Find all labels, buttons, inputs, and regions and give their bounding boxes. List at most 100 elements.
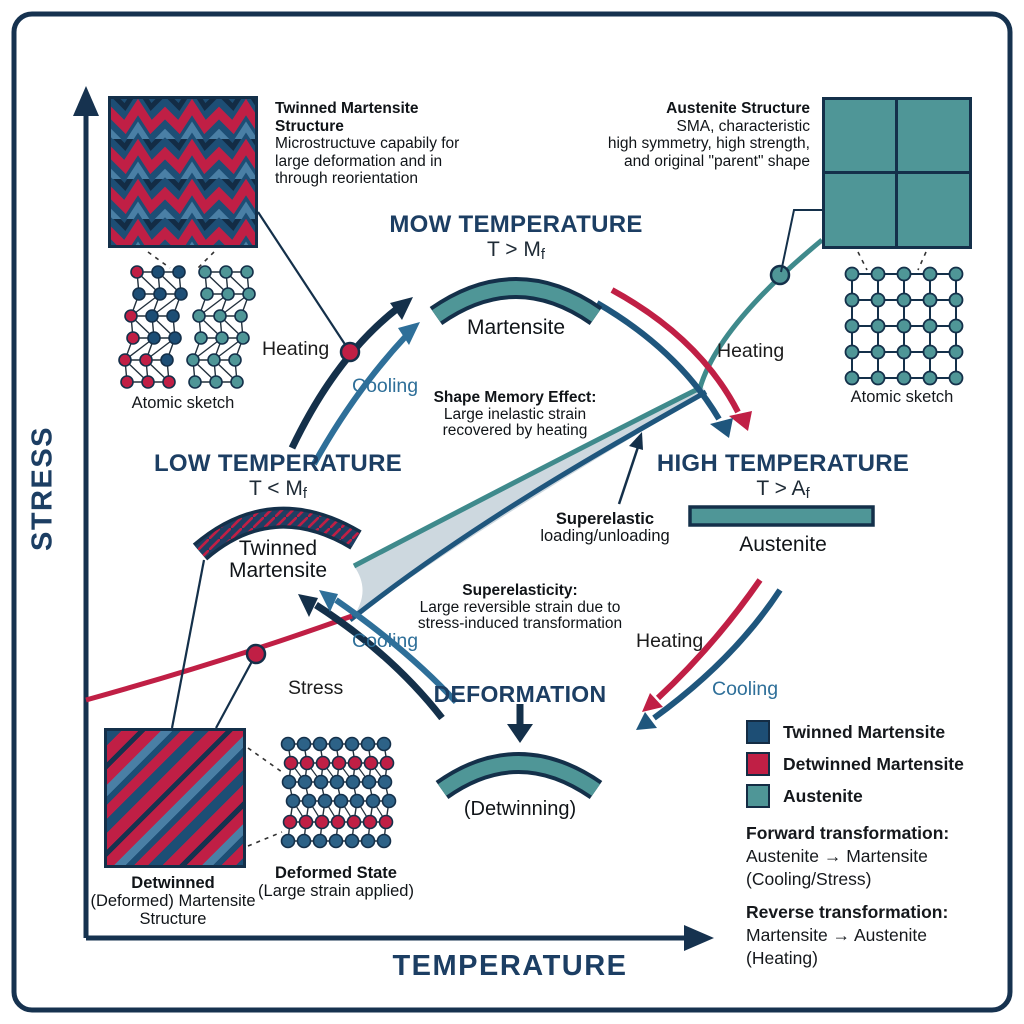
twinned-atomic-lattice [118,265,188,389]
temperature-axis [86,925,714,951]
detwinned-caption-line2: (Deformed) Martensite [90,892,256,910]
shape-memory-line2: recovered by heating [442,422,588,439]
superelasticity-line2: stress-induced transformation [417,615,623,632]
temperature-axis-arrowhead [684,925,714,951]
cooling-arrow-bottom-right [636,588,783,730]
legend-item-detwinned: Detwinned Martensite [746,752,964,776]
detwinning-band [435,752,603,800]
deformed-state-caption: Deformed State (Large strain applied) [246,864,426,900]
deformed-state-line2: (Large strain applied) [258,882,414,900]
twinned-structure-line1: Microstructuve capabily for [275,135,460,152]
austenite-square-connector [780,209,824,273]
forward-transformation-note: Forward transformation: Austenite → Mart… [746,822,964,891]
reverse-transformation-line1: Martensite → Austenite [746,925,927,945]
detwinned-caption-line3: Structure [139,910,207,928]
high-temperature-title: HIGH TEMPERATURE [656,450,910,477]
forward-transformation-line1: Austenite → Martensite [746,846,928,866]
twinned-martensite-swatch [746,720,770,744]
twinned-structure-line2: large deformation and in [275,152,443,170]
superelastic-pointer-arrow [617,432,643,505]
cooling-label-top-left: Cooling [352,375,419,397]
low-condition: T < Mf [249,477,307,502]
cooling-arrow-center-navy [298,594,445,721]
deformation-title: DEFORMATION [433,681,607,707]
cooling-label-bottom-right: Cooling [712,678,779,700]
twinned-martensite-label: Twinned Martensite [228,537,328,582]
heating-arrow-bottom-right [642,578,763,712]
martensite-band-top [429,277,603,326]
heating-arrow-center-blue [595,300,733,438]
detwinned-martensite-texture [104,728,246,868]
zoom-dashed-lines [147,251,927,847]
detwinned-caption-line1: Detwinned [131,874,215,892]
diagram-border [11,11,1013,1013]
twinned-structure-annotation: Twinned Martensite Structure Microstruct… [275,100,490,188]
detwinned-texture-connector-2 [215,653,257,729]
detwinned-structure-caption: Detwinned (Deformed) Martensite Structur… [63,874,283,928]
austenite-swatch [746,784,770,808]
cooling-arrow-center-steel [319,590,459,705]
superelasticity-note: Superelasticity: Large reversible strain… [400,582,640,633]
mow-condition: T > Mf [487,238,545,263]
cooling-arrow-top-left [311,322,420,466]
austenite-atomic-grid [844,266,964,386]
legend-item-twinned: Twinned Martensite [746,720,964,744]
stress-curve [85,613,353,703]
austenite-atomic-lattice-small [186,265,256,389]
superelasticity-title: Superelasticity: [462,582,578,599]
superelasticity-line1: Large reversible strain due to [419,598,621,616]
forward-transformation-line2: (Cooling/Stress) [746,869,872,889]
heating-label-bottom-right: Heating [636,630,704,652]
superelastic-funnel [348,238,824,622]
twinned-texture-connector [257,211,351,353]
forward-transformation-title: Forward transformation: [746,823,950,843]
austenite-structure-annotation: Austenite Structure SMA, characteristic … [595,100,810,170]
twinned-martensite-texture [108,96,258,248]
atomic-sketch-label-right: Atomic sketch [850,388,954,406]
superelastic-title: Superelastic [555,510,655,528]
austenite-structure-line3: and original "parent" shape [624,152,810,170]
heating-curve-marker-dot [339,341,361,363]
twinned-structure-title: Twinned Martensite Structure [275,100,419,135]
detwinned-martensite-swatch [746,752,770,776]
stress-label-center: Stress [288,677,344,699]
legend-item-austenite: Austenite [746,784,964,808]
austenite-structure-line2: high symmetry, high strength, [607,135,810,152]
deformed-state-title: Deformed State [275,864,397,882]
temperature-axis-label: TEMPERATURE [392,950,628,982]
shape-memory-title: Shape Memory Effect: [433,389,597,406]
austenite-label: Austenite [739,533,827,556]
twinned-martensite-band [192,506,362,561]
austenite-transformation-curve [352,238,824,569]
stress-curve-marker-dot [245,643,267,665]
mow-temperature-title: MOW TEMPERATURE [389,211,643,238]
detwinned-texture-connector-1 [170,559,206,729]
heating-arrow-center-red [610,287,752,431]
superelastic-note: Superelastic loading/unloading [505,511,705,544]
atomic-sketch-label-left: Atomic sketch [131,394,235,412]
low-temperature-title: LOW TEMPERATURE [153,450,403,477]
reverse-transformation-title: Reverse transformation: [746,902,949,922]
shape-memory-note: Shape Memory Effect: Large inelastic str… [395,389,635,440]
high-condition: T > Af [756,477,810,502]
stress-axis-arrowhead [73,86,99,116]
austenite-structure-line1: SMA, characteristic [676,117,810,135]
austenite-structure-square [822,97,972,249]
detwinning-label: (Detwinning) [463,798,577,820]
austenite-bar [688,505,875,527]
stress-axis-label: STRESS [26,425,59,552]
superelastic-line1: loading/unloading [540,526,670,545]
shape-memory-line1: Large inelastic strain [443,405,587,423]
austenite-curve-marker-dot [769,264,791,286]
deformation-arrow [507,704,533,743]
stress-axis [73,86,99,938]
heating-arrow-top-left [288,297,413,450]
deformed-atomic-lattice [280,736,397,849]
reverse-transformation-note: Reverse transformation: Martensite → Aus… [746,901,964,970]
austenite-square-vline [895,100,898,246]
heating-label-top-right: Heating [717,340,785,362]
reverse-transformation-line2: (Heating) [746,948,818,968]
austenite-structure-title: Austenite Structure [666,100,810,117]
